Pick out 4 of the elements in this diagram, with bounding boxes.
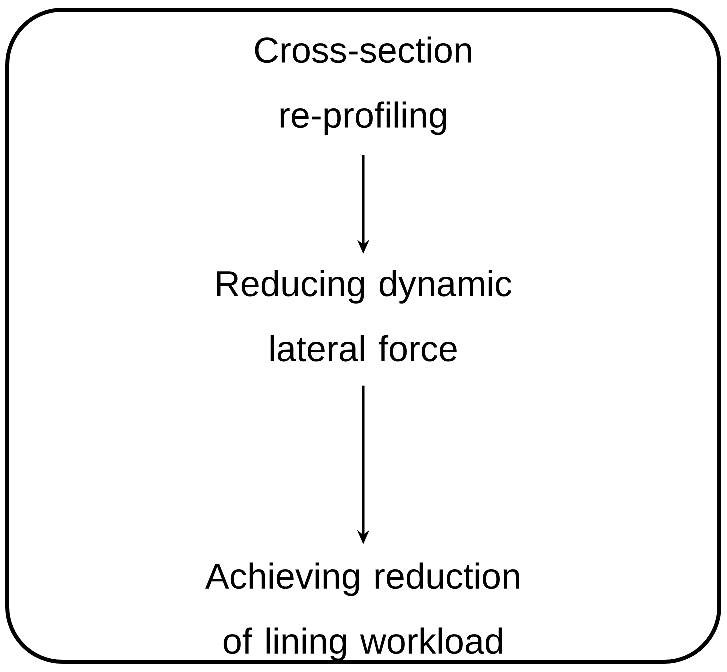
step-text: Reducing dynamic lateral force: [217, 270, 512, 362]
step-text: Cross-section re-profiling: [255, 36, 472, 136]
step-text: Achieving reduction of lining workload: [205, 562, 520, 662]
frame-box: [6, 8, 722, 664]
